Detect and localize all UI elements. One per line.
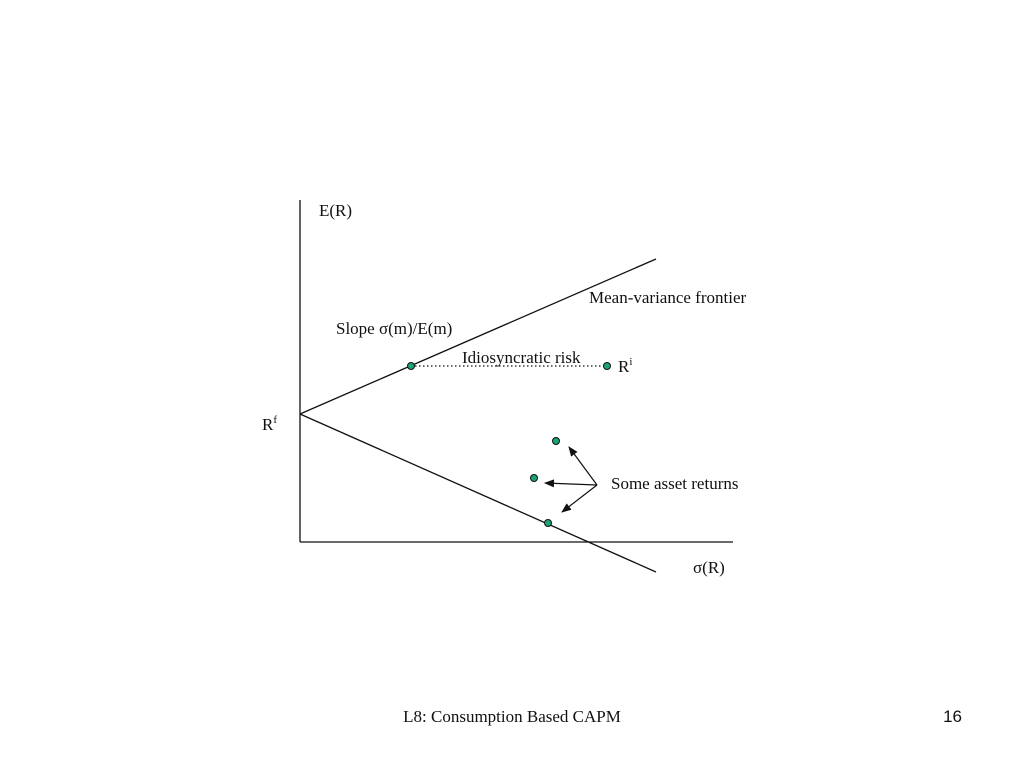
- slope-label: Slope σ(m)/E(m): [336, 319, 452, 338]
- footer-title: L8: Consumption Based CAPM: [403, 707, 621, 726]
- asset-ri-point: [603, 362, 611, 370]
- lower-frontier-line: [299, 413, 657, 573]
- frontier-point: [407, 362, 415, 370]
- frontier-label: Mean-variance frontier: [589, 288, 746, 307]
- asset-return-point-middle: [530, 474, 538, 482]
- upper-frontier-line: [299, 258, 657, 415]
- risk-free-label-sup: f: [273, 414, 277, 426]
- arrow-to-upper-asset: [568, 446, 598, 486]
- risk-free-label-base: R: [262, 415, 274, 434]
- risk-free-label: Rf: [262, 414, 277, 434]
- y-axis-label: E(R): [319, 201, 352, 220]
- asset-ri-label: Ri: [618, 356, 632, 376]
- asset-return-point-upper: [552, 437, 560, 445]
- idiosyncratic-risk-label: Idiosyncratic risk: [462, 348, 581, 367]
- arrow-to-lower-asset: [561, 484, 598, 513]
- x-axis-label: σ(R): [693, 558, 725, 577]
- asset-ri-label-base: R: [618, 357, 630, 376]
- asset-ri-label-sup: i: [629, 356, 632, 368]
- asset-returns-label: Some asset returns: [611, 474, 738, 493]
- asset-return-point-lower: [544, 519, 552, 527]
- mean-variance-diagram: E(R) σ(R) Rf Mean-variance frontier Slop…: [262, 200, 746, 577]
- page-number: 16: [943, 707, 962, 726]
- arrow-to-middle-asset: [544, 479, 598, 488]
